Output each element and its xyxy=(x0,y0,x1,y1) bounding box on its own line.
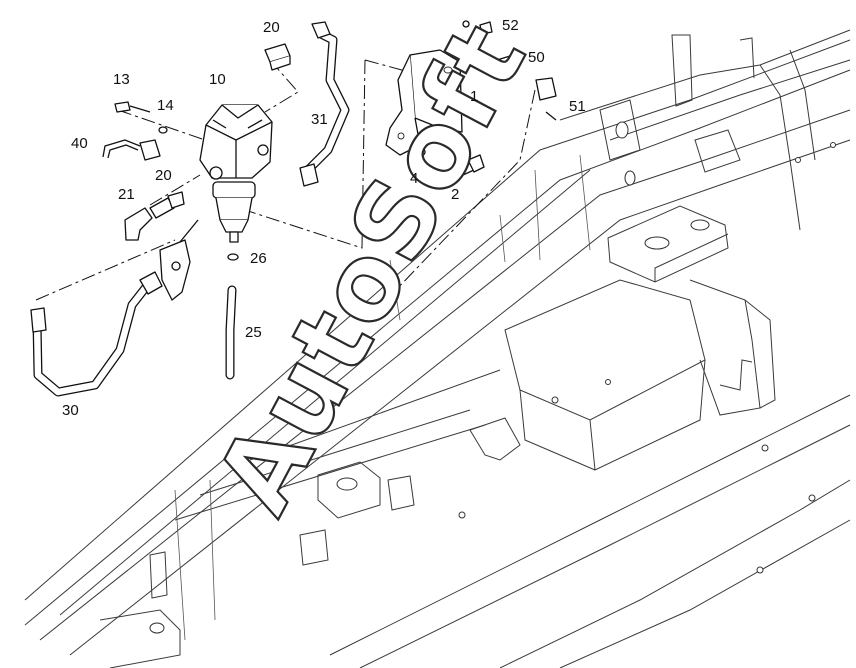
vehicle-frame xyxy=(24,29,851,668)
callout-14: 14 xyxy=(157,97,174,114)
clip-52 xyxy=(462,20,493,35)
fitting-20-top xyxy=(264,43,291,71)
callout-20-top: 20 xyxy=(263,19,280,36)
elbow-fitting-21 xyxy=(124,191,185,241)
bolt-part xyxy=(447,154,485,181)
mounting-bracket xyxy=(385,49,463,156)
callout-4: 4 xyxy=(410,170,418,187)
callout-2: 2 xyxy=(451,186,459,203)
washer-14 xyxy=(158,126,168,134)
callout-labels: 20 52 50 13 10 1 14 51 31 40 20 4 2 21 2… xyxy=(62,17,586,419)
callout-1: 1 xyxy=(470,88,478,105)
hose-30 xyxy=(30,271,163,397)
callout-50: 50 xyxy=(528,49,545,66)
callout-52: 52 xyxy=(502,17,519,34)
callout-21: 21 xyxy=(118,186,135,203)
callout-25: 25 xyxy=(245,324,262,341)
drain-hose-25 xyxy=(225,285,237,380)
callout-30: 30 xyxy=(62,402,79,419)
plate-50 xyxy=(496,55,513,71)
hose-31 xyxy=(299,21,350,187)
leader-lines xyxy=(35,57,536,313)
line-40 xyxy=(102,139,161,161)
callout-13: 13 xyxy=(113,71,130,88)
callout-26: 26 xyxy=(250,250,267,267)
screw-13 xyxy=(114,101,151,113)
valve-lever xyxy=(159,219,199,301)
filter-assembly xyxy=(199,104,273,243)
washer-part xyxy=(408,146,426,158)
watermark-text: AutoSoft xyxy=(192,4,550,532)
clamp-51 xyxy=(535,77,557,121)
clip-26 xyxy=(227,253,239,261)
callout-40: 40 xyxy=(71,135,88,152)
callout-10: 10 xyxy=(209,71,226,88)
callout-51: 51 xyxy=(569,98,586,115)
callout-31: 31 xyxy=(311,111,328,128)
callout-20-mid: 20 xyxy=(155,167,172,184)
